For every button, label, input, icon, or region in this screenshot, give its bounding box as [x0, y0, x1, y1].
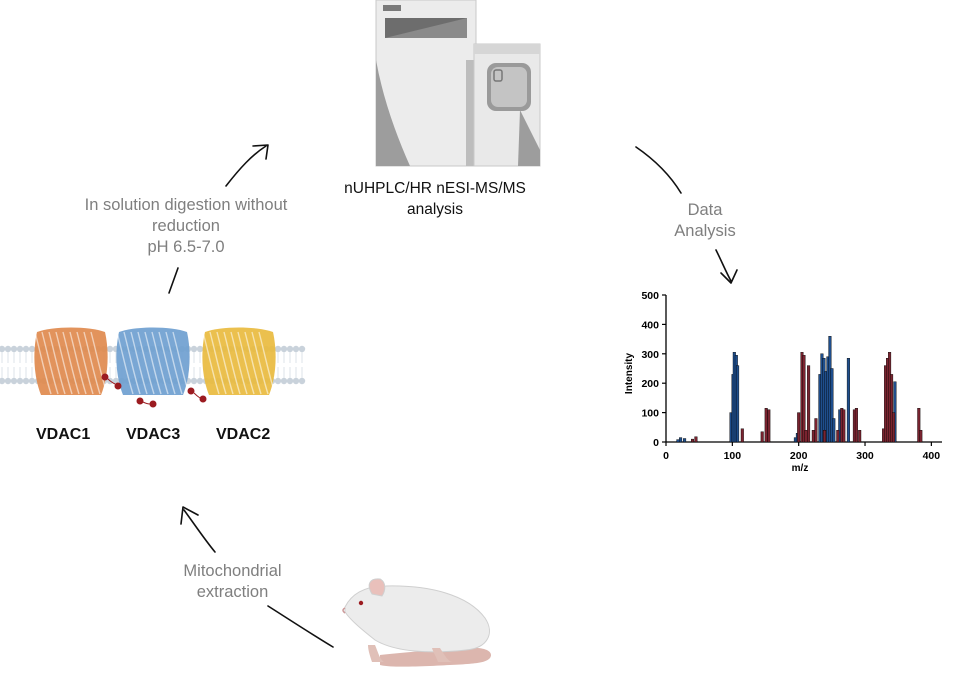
mito-extraction-label: Mitochondrial extraction	[165, 561, 300, 603]
spectrum-peak	[854, 408, 858, 443]
spectrum-peak	[676, 439, 680, 443]
spectrum-peak	[830, 368, 834, 443]
arrow-to-data-analysis	[635, 146, 682, 194]
spectrum-peak	[917, 408, 921, 443]
data-analysis-line-2: Analysis	[674, 222, 736, 240]
y-tick-label: 500	[641, 290, 659, 302]
instrument-name: nUHPLC/HR nESI-MS/MS	[344, 180, 526, 197]
data-analysis-label: Data Analysis	[660, 200, 750, 242]
y-axis-label: Intensity	[624, 353, 635, 395]
arrow-to-spectrum	[715, 249, 738, 284]
digestion-line-1: In solution digestion without	[84, 196, 288, 214]
spectrum-peak	[683, 438, 687, 443]
spectrum-peak	[802, 355, 806, 443]
instrument-label: nUHPLC/HR nESI-MS/MS analysis	[330, 178, 540, 220]
spectrum-peak	[694, 436, 698, 443]
connector-line-rat	[267, 605, 334, 648]
spectrum-series-1	[676, 336, 897, 443]
spectrum-peak	[832, 418, 836, 443]
data-analysis-line-1: Data	[687, 201, 723, 219]
chart-axes: 0 100 200 300 400 500 0 100 200 300 400	[641, 290, 942, 462]
spectrum-series-2	[691, 352, 923, 443]
instrument-subtitle: analysis	[407, 201, 463, 218]
spectrum-peak	[846, 358, 850, 443]
vdac1-label: VDAC1	[36, 426, 91, 443]
spectrum-peak	[764, 408, 768, 443]
y-tick-label: 300	[641, 349, 659, 361]
x-tick-label: 300	[856, 450, 874, 462]
x-tick-label: 400	[923, 450, 941, 462]
arrow-to-membrane	[180, 506, 216, 553]
vdac-barrel-1	[34, 327, 108, 395]
spectrum-peak	[814, 418, 818, 443]
spectrum-peak	[858, 430, 862, 443]
vdac3-label: VDAC3	[126, 426, 181, 443]
spectrum-peak	[691, 438, 695, 443]
spectrum-peak	[740, 428, 744, 443]
rat-illustration	[342, 578, 492, 667]
spectrum-peak	[919, 430, 923, 443]
y-tick-label: 400	[641, 319, 659, 331]
spectrum-peak	[797, 412, 801, 443]
x-tick-label: 100	[724, 450, 742, 462]
x-tick-label: 0	[663, 450, 669, 462]
connector-line-digestion	[168, 267, 179, 294]
vdac-barrel-2	[116, 327, 190, 395]
vdac-barrels	[34, 327, 276, 395]
spectrum-peak	[892, 412, 896, 443]
membrane-vdac-illustration	[0, 327, 306, 408]
mito-line-1: Mitochondrial	[183, 562, 282, 580]
vdac-barrel-3	[202, 327, 276, 395]
y-tick-label: 200	[641, 378, 659, 390]
ms-instrument-illustration	[375, 0, 541, 167]
spectrum-peak	[823, 430, 827, 443]
spectrum-peak	[842, 409, 846, 443]
y-tick-label: 100	[641, 408, 659, 420]
spectrum-peak	[836, 430, 840, 443]
mito-line-2: extraction	[196, 583, 269, 601]
spectrum-peak	[890, 374, 894, 443]
spectrum-peak	[804, 430, 808, 443]
spectrum-peak	[760, 431, 764, 443]
mass-spectrum-chart: 0 100 200 300 400 500 0 100 200 300 400 m/z Intensit…	[624, 290, 942, 474]
spectrum-peak	[807, 365, 811, 443]
digestion-line-3: pH 6.5-7.0	[147, 238, 225, 256]
spectrum-peak	[736, 365, 740, 443]
x-axis-label: m/z	[792, 463, 809, 474]
spectrum-peak	[811, 430, 815, 443]
spectrum-peak	[679, 437, 683, 443]
arrow-to-instrument	[225, 144, 269, 187]
digestion-label: In solution digestion without reduction …	[66, 195, 306, 258]
vdac2-label: VDAC2	[216, 426, 271, 443]
y-tick-label: 0	[653, 437, 659, 449]
digestion-line-2: reduction	[152, 217, 220, 235]
x-tick-label: 200	[790, 450, 808, 462]
disulfide-bonds	[101, 373, 207, 408]
spectrum-peak	[767, 409, 771, 443]
